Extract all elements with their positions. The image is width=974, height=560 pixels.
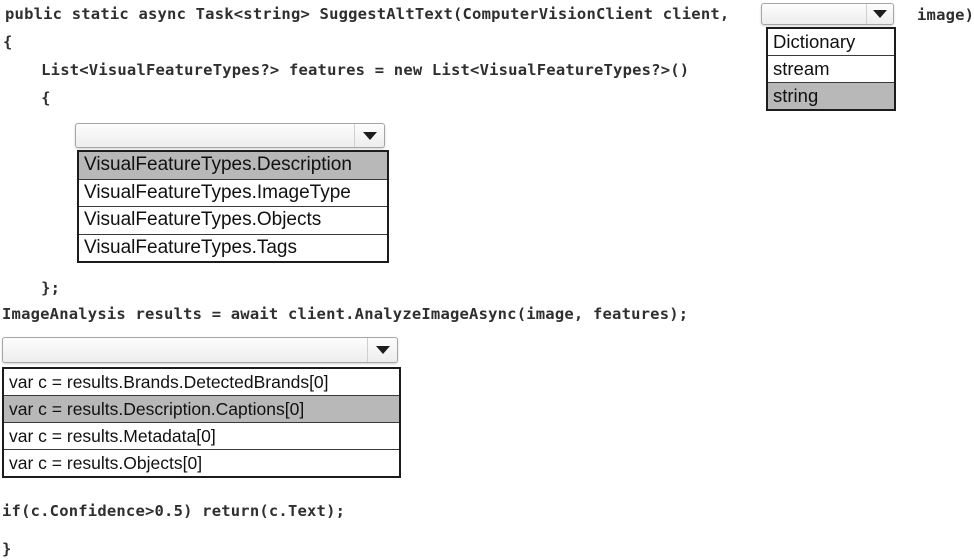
code-line-features-decl: List<VisualFeatureTypes?> features = new… [3, 61, 690, 79]
result-assignment-combobox[interactable] [2, 337, 398, 363]
param-type-option[interactable]: stream [768, 56, 894, 83]
visual-feature-option[interactable]: VisualFeatureTypes.Objects [79, 207, 387, 235]
code-line-inner-open-brace: { [3, 89, 51, 107]
result-assignment-combobox-value[interactable] [3, 338, 367, 362]
visual-feature-combobox[interactable] [75, 123, 385, 148]
param-type-combobox-value[interactable] [762, 4, 866, 24]
code-line-confidence-check: if(c.Confidence>0.5) return(c.Text); [2, 502, 346, 520]
visual-feature-option[interactable]: VisualFeatureTypes.Description [79, 152, 387, 180]
visual-feature-option[interactable]: VisualFeatureTypes.ImageType [79, 179, 387, 207]
code-line-signature: public static async Task<string> Suggest… [5, 5, 730, 23]
param-type-combobox[interactable] [761, 3, 894, 25]
dropdown-arrow-icon [362, 131, 377, 140]
result-assignment-combobox-button[interactable] [367, 338, 397, 362]
param-type-option[interactable]: Dictionary [768, 29, 894, 56]
visual-feature-option[interactable]: VisualFeatureTypes.Tags [79, 234, 387, 261]
code-line-close-brace: } [2, 540, 12, 558]
result-assignment-option[interactable]: var c = results.Description.Captions[0] [4, 396, 399, 423]
result-assignment-option[interactable]: var c = results.Objects[0] [4, 450, 399, 476]
dropdown-arrow-icon [873, 10, 887, 18]
code-line-open-brace: { [3, 33, 13, 51]
code-line-inner-close-brace: }; [3, 279, 61, 297]
dropdown-arrow-icon [375, 346, 390, 354]
result-assignment-option-list: var c = results.Brands.DetectedBrands[0]… [2, 367, 401, 478]
result-assignment-option[interactable]: var c = results.Brands.DetectedBrands[0] [4, 369, 399, 396]
param-type-combobox-button[interactable] [866, 4, 893, 24]
visual-feature-option-list: VisualFeatureTypes.Description VisualFea… [77, 150, 389, 263]
visual-feature-combobox-value[interactable] [76, 124, 354, 147]
param-type-option-list: Dictionary stream string [766, 27, 896, 111]
visual-feature-combobox-button[interactable] [354, 124, 384, 147]
code-line-analyze-call: ImageAnalysis results = await client.Ana… [2, 305, 689, 323]
param-type-option[interactable]: string [768, 83, 894, 109]
code-line-signature-suffix: image) [917, 6, 974, 24]
result-assignment-option[interactable]: var c = results.Metadata[0] [4, 423, 399, 450]
